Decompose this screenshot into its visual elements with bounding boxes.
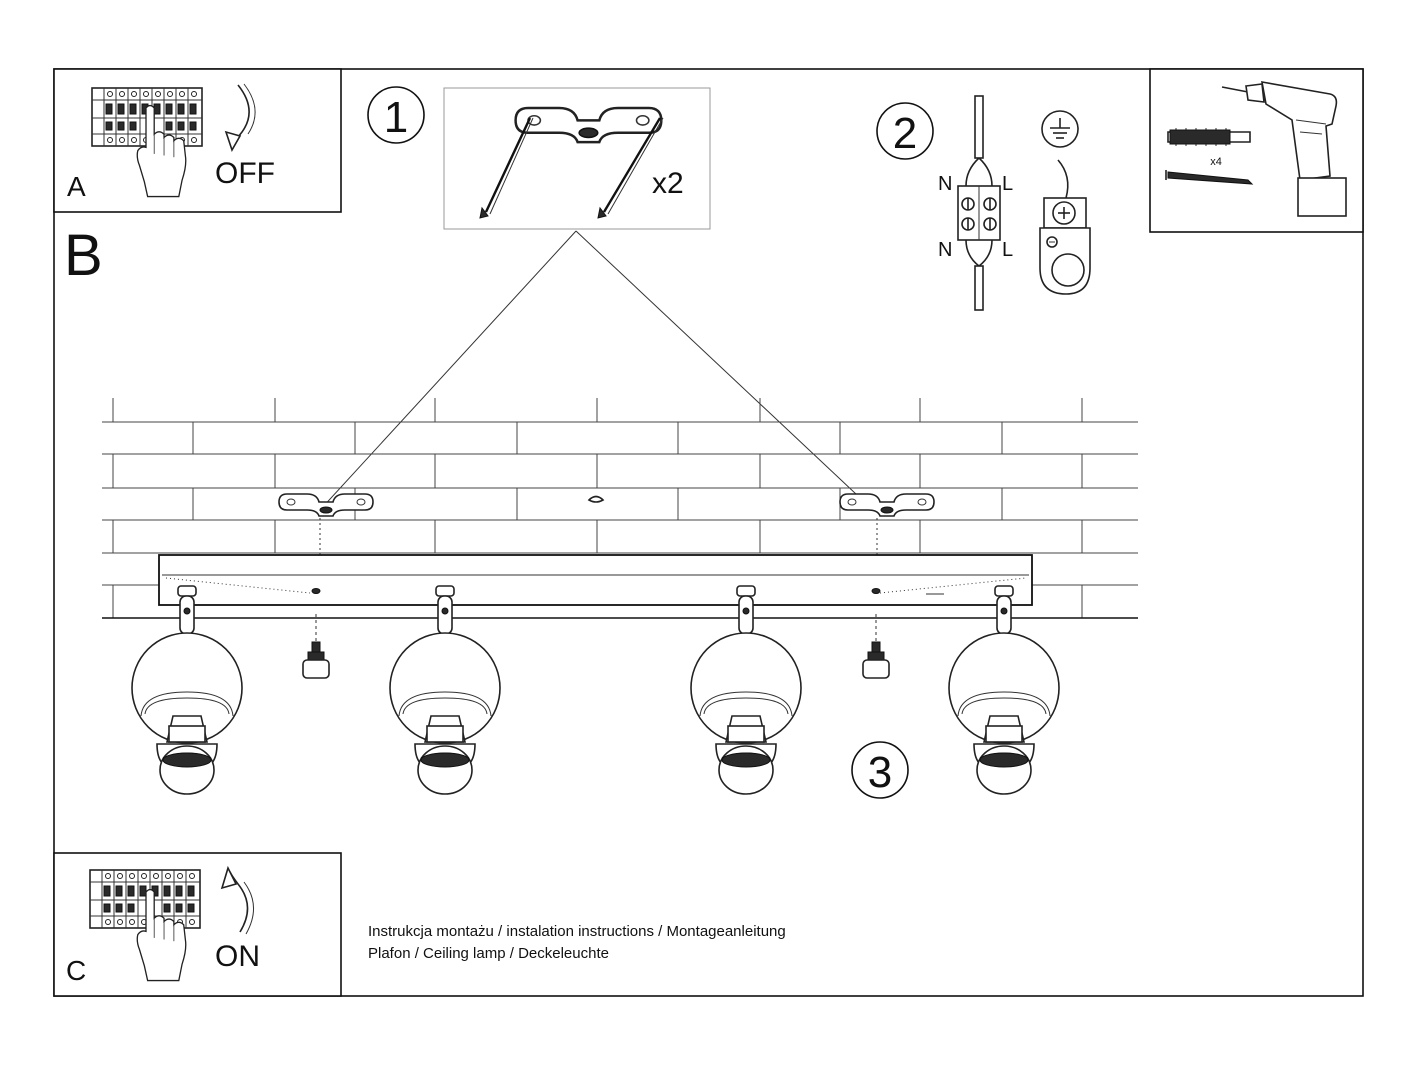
step-2: 2 N L N L [876, 95, 1091, 311]
screw-icon [479, 117, 664, 219]
step-1: 1 x2 [367, 86, 711, 230]
screw-icon [1165, 170, 1254, 185]
leader-line-left [319, 230, 577, 511]
anchor-quantity: x4 [1210, 156, 1222, 168]
panel-b-letter: B [64, 223, 103, 288]
off-label: OFF [215, 157, 275, 190]
label-l-top: L [1002, 173, 1013, 195]
wall-hole [587, 495, 605, 503]
drill-icon [1221, 81, 1347, 217]
tools-panel: x4 [1149, 68, 1364, 233]
step-3-number: 3 [868, 748, 892, 797]
mounting-bracket-icon [278, 493, 374, 517]
label-n-bottom: N [938, 239, 952, 261]
step-2-number: 2 [893, 109, 917, 158]
panel-a-letter: A [67, 171, 86, 202]
label-n-top: N [938, 173, 952, 195]
step-3: 3 [851, 741, 909, 799]
leader-line-right [575, 230, 874, 511]
brick-wall [102, 398, 1138, 619]
on-label: ON [215, 940, 260, 973]
breaker-panel-icon [89, 869, 201, 929]
footer-line-2: Plafon / Ceiling lamp / Deckeleuchte [368, 945, 609, 962]
arrow-up-icon [220, 865, 254, 935]
lamp-bar [158, 554, 1033, 606]
screw-cap-icon [302, 613, 330, 679]
panel-c-letter: C [66, 955, 86, 986]
step-1-quantity: x2 [652, 167, 684, 200]
terminal-block-icon [957, 95, 1001, 311]
step-1-number: 1 [384, 93, 408, 142]
arrow-down-icon [224, 83, 256, 152]
screw-cap-icon [862, 613, 890, 679]
panel-c: ON C [53, 852, 342, 997]
ground-icon [1039, 110, 1091, 295]
outer-frame [53, 68, 1364, 997]
footer-line-1: Instrukcja montażu / instalation instruc… [368, 923, 786, 940]
mounting-bracket-icon [839, 493, 935, 517]
panel-a: OFF A [53, 68, 342, 213]
wall-anchor-icon [1167, 128, 1251, 146]
label-l-bottom: L [1002, 239, 1013, 261]
